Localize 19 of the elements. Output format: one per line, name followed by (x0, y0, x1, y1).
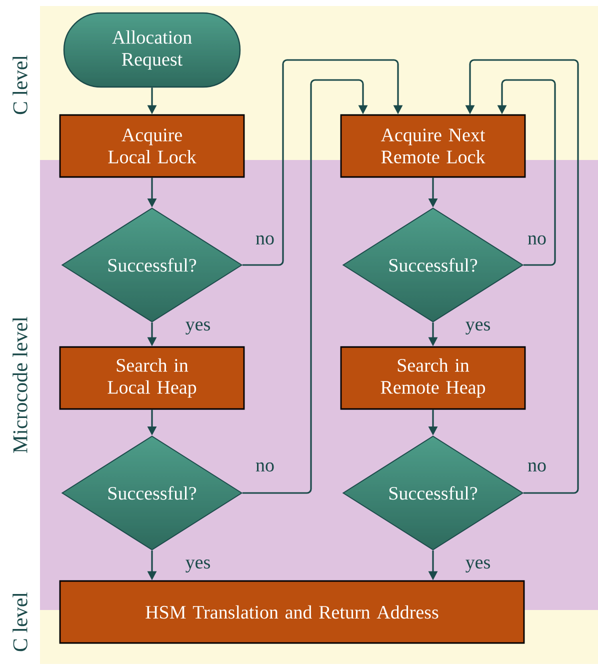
edge-label: yes (184, 320, 212, 336)
arrow (242, 79, 368, 494)
process-box: HSM Translation and Return Address (59, 580, 525, 644)
edge-label: yes (184, 558, 212, 574)
band-label: Microcode level (12, 316, 28, 453)
process-box: Acquire Local Lock (59, 114, 245, 178)
edge-label: yes (464, 558, 492, 574)
arrow (242, 59, 403, 266)
edge-label: no (526, 461, 548, 473)
edge-label: no (254, 234, 276, 246)
band-label: C level (12, 592, 28, 652)
band-label: C level (12, 55, 28, 114)
edge-label: no (526, 234, 548, 246)
process-box: Search in Remote Heap (340, 346, 526, 410)
edge-label: no (254, 461, 276, 473)
edge-label: yes (464, 320, 492, 336)
process-box: Acquire Next Remote Lock (340, 114, 526, 178)
process-box: Search in Local Heap (59, 346, 245, 410)
start-terminal: Allocation Request (63, 12, 241, 88)
